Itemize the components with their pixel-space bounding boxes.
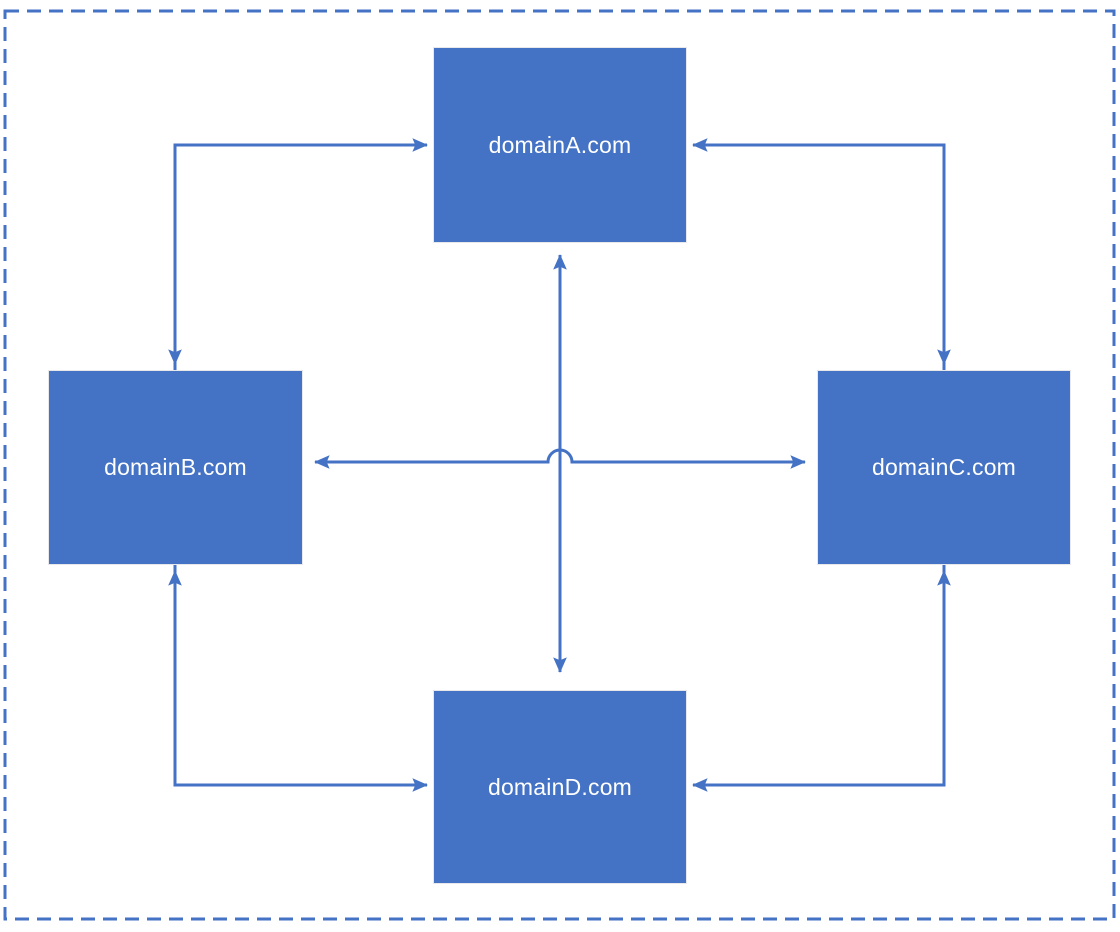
node-label-domainD: domainD.com: [487, 773, 633, 800]
node-domainA[interactable]: domainA.com: [433, 47, 687, 243]
dashed-boundary: [3, 9, 1116, 921]
node-label-domainA: domainA.com: [488, 131, 632, 158]
node-domainD[interactable]: domainD.com: [433, 690, 687, 884]
node-domainB[interactable]: domainB.com: [48, 370, 303, 565]
node-label-domainC: domainC.com: [871, 454, 1017, 480]
edge-c-to-a: [692, 138, 946, 370]
node-label-domainB: domainB.com: [104, 454, 247, 480]
node-domainC[interactable]: domainC.com: [817, 370, 1071, 565]
edge-b-to-d: [173, 565, 428, 792]
edge-b-to-a: [173, 138, 428, 370]
edge-c-to-d: [692, 565, 946, 792]
edge-b-c-horizontal: [314, 448, 806, 469]
